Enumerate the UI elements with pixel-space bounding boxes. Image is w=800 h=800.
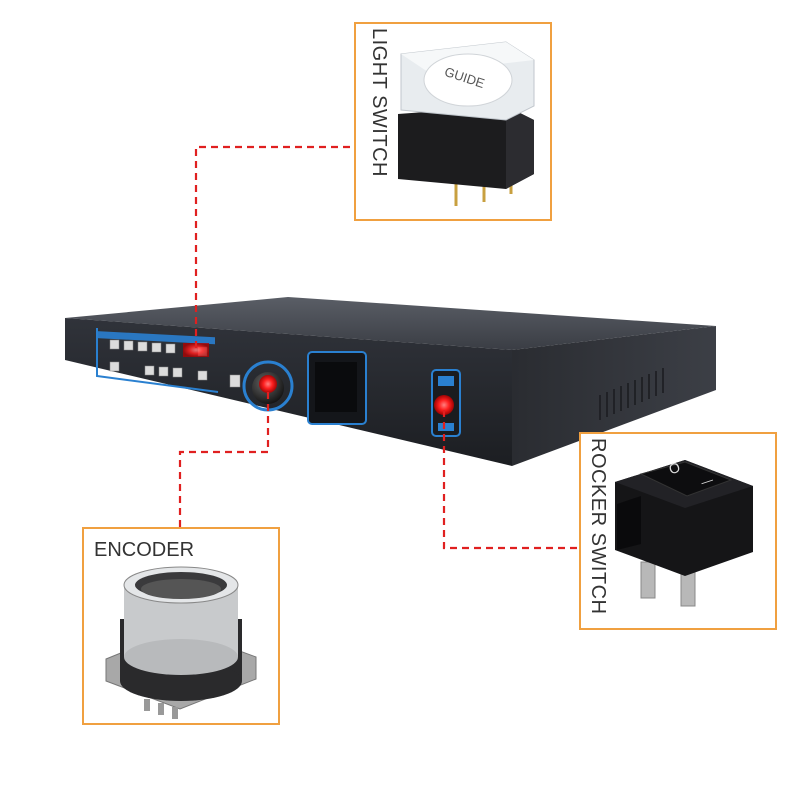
connector-encoder bbox=[178, 392, 270, 528]
rocker-marker bbox=[434, 395, 454, 415]
light-switch-marker bbox=[183, 343, 209, 357]
encoder-callout: ENCODER bbox=[82, 527, 280, 725]
display-screen bbox=[315, 362, 357, 412]
panel-hq-badge bbox=[438, 376, 454, 386]
connector-lines bbox=[178, 145, 580, 550]
connector-light-switch bbox=[194, 145, 355, 348]
connector-rocker bbox=[442, 410, 580, 550]
device-front bbox=[65, 318, 512, 466]
encoder-label: ENCODER bbox=[94, 539, 195, 561]
light-switch-label: LIGHT SWITCH bbox=[368, 28, 390, 177]
encoder-illustration bbox=[105, 566, 257, 719]
side-vents bbox=[599, 368, 664, 420]
rocker-switch-callout: ROCKER SWITCH O — bbox=[579, 432, 777, 630]
light-switch-callout: LIGHT SWITCH GUIDE bbox=[354, 22, 552, 221]
light-switch-illustration bbox=[398, 41, 535, 206]
encoder-marker bbox=[259, 375, 277, 393]
rocker-switch-illustration bbox=[615, 460, 753, 607]
rocker-switch-label: ROCKER SWITCH bbox=[587, 438, 609, 615]
device-top bbox=[65, 297, 716, 350]
panel-std-badge bbox=[438, 423, 454, 431]
